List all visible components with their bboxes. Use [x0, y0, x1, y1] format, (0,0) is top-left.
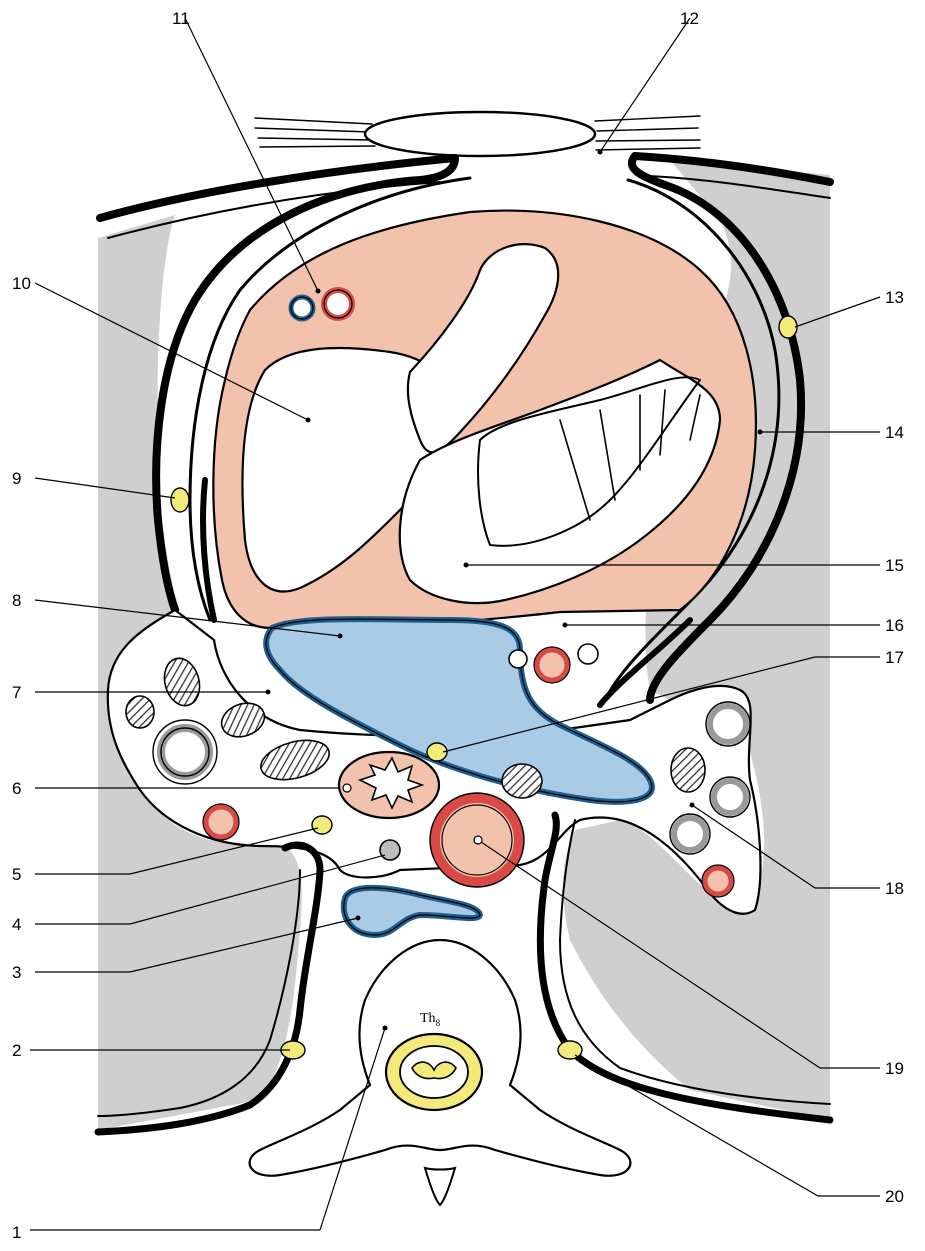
label-9: 9 [12, 469, 21, 488]
label-17: 17 [885, 648, 904, 667]
label-12: 12 [680, 9, 699, 28]
label-6: 6 [12, 779, 21, 798]
label-19: 19 [885, 1059, 904, 1078]
label-3: 3 [12, 963, 21, 982]
label-8: 8 [12, 591, 21, 610]
azygos-vein [344, 888, 480, 935]
sternum [255, 112, 700, 156]
label-11: 11 [172, 9, 190, 28]
label-18: 18 [885, 879, 904, 898]
label-15: 15 [885, 556, 904, 575]
label-7: 7 [12, 683, 21, 702]
esophagus [339, 752, 439, 818]
thoracic-duct [380, 840, 400, 860]
label-5: 5 [12, 865, 21, 884]
label-4: 4 [12, 915, 21, 934]
label-2: 2 [12, 1041, 21, 1060]
label-10: 10 [12, 274, 31, 293]
label-16: 16 [885, 616, 904, 635]
label-20: 20 [885, 1187, 904, 1206]
label-13: 13 [885, 288, 904, 307]
label-1: 1 [12, 1223, 21, 1242]
label-14: 14 [885, 423, 904, 442]
